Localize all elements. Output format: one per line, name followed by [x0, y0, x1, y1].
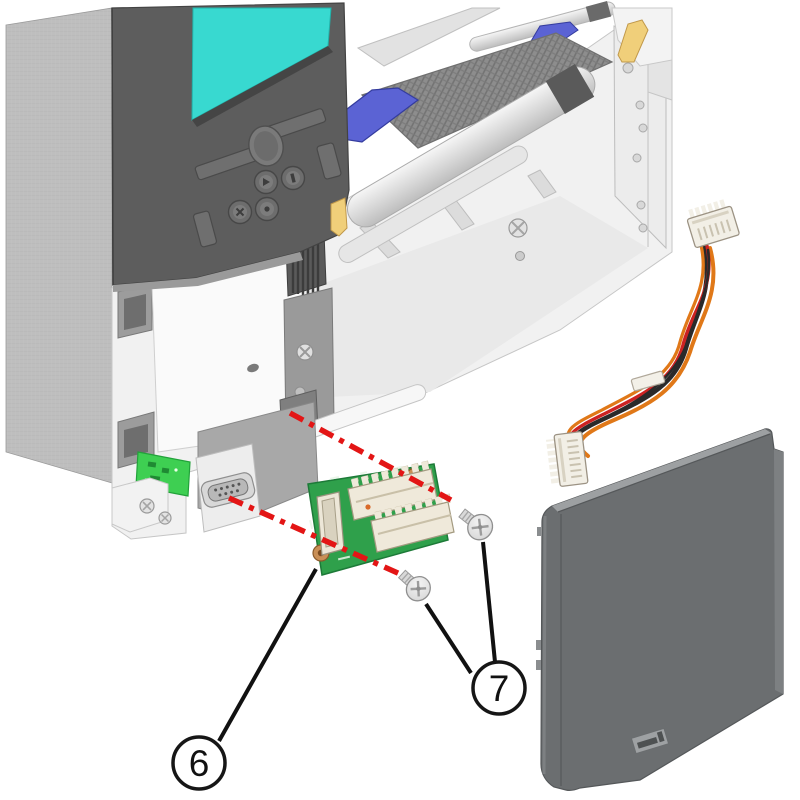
callout-7: 7: [424, 541, 527, 716]
pcb-connector-lower: [370, 493, 455, 553]
callout-7-circle: [471, 660, 527, 716]
callout-7-leader-upper-screw: [481, 541, 497, 663]
side-cover: [536, 428, 784, 791]
ok-button: [248, 125, 284, 167]
wire-black-2: [610, 248, 711, 416]
platen-screw: [508, 218, 528, 261]
callout-7-leader-lower-screw: [424, 602, 473, 675]
cover-tab-1: [536, 640, 541, 650]
callout-6-leader: [217, 568, 318, 742]
cover-right-edge: [774, 449, 783, 694]
cable-tie: [630, 370, 666, 392]
panel-key-left: [192, 210, 218, 248]
nav-button-feed: [254, 196, 280, 222]
media-floor: [300, 196, 648, 398]
serial-connector: [200, 472, 256, 508]
pcb-led: [365, 504, 371, 510]
callout-6: 6: [171, 568, 318, 791]
upper-roller: [356, 7, 501, 67]
printer-assembly: [5, 1, 673, 540]
callout-6-circle: [171, 735, 227, 791]
wire-harness: [545, 198, 740, 487]
printhead-latch-left: [330, 197, 348, 237]
nav-button-right-arrow: [253, 169, 279, 195]
bottom-bracket: [111, 477, 172, 533]
callout-7-number: 7: [489, 668, 510, 709]
panel-key-right: [316, 142, 342, 180]
screw-lower: [397, 569, 431, 602]
cover-body: [540, 428, 784, 791]
cover-tab-3: [537, 527, 541, 536]
nav-button-cancel: [227, 199, 253, 225]
wire-orange: [578, 246, 716, 458]
screw-upper: [458, 508, 494, 541]
lcd-shadow: [192, 46, 333, 127]
harness-connector-bottom: [545, 431, 589, 487]
control-panel: [111, 2, 350, 292]
alignment-line-upper: [288, 410, 453, 503]
printhead-plate: [360, 32, 614, 149]
interface-pcb: [307, 460, 455, 576]
cover-top-rim: [552, 429, 771, 512]
cover-tab-2: [536, 660, 541, 670]
callout-6-number: 6: [189, 743, 210, 784]
lower-roller: [338, 145, 528, 263]
connector-recess: [135, 401, 319, 533]
alignment-lines: [227, 410, 453, 581]
printer-side-panel: [5, 7, 113, 484]
nav-button-pause: [280, 165, 306, 191]
harness-connector-top: [686, 198, 740, 249]
platen-roller: [347, 63, 596, 228]
printhead-latch-right: [617, 19, 649, 63]
cover-label-slot: [630, 727, 670, 755]
